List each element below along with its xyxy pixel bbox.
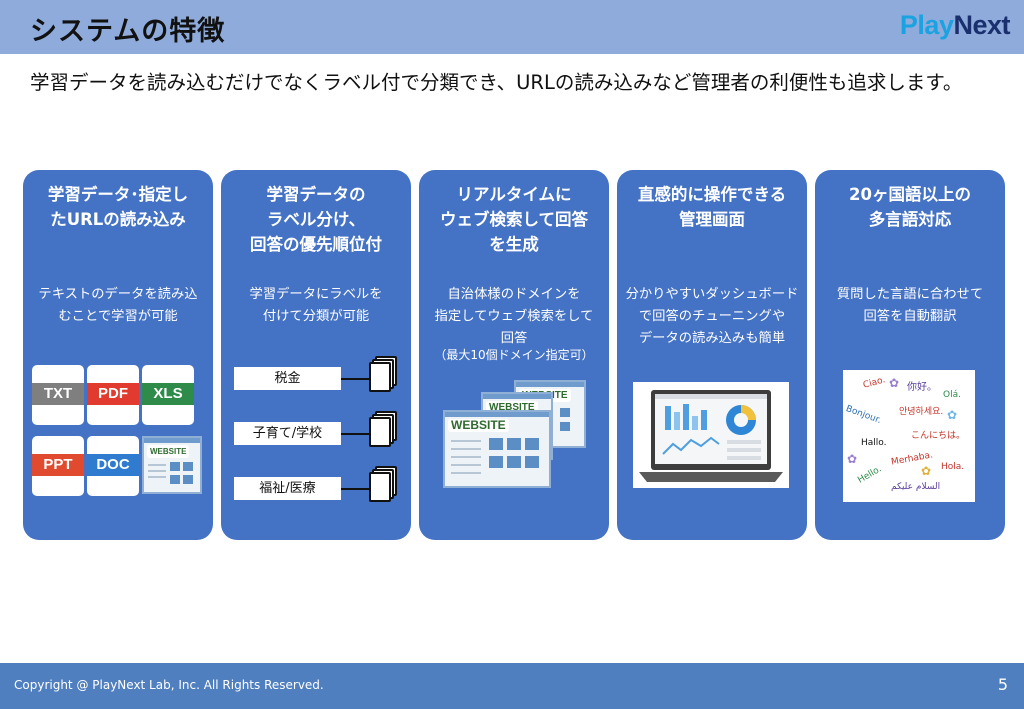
card-description: 学習データにラベルを 付けて分類が可能 <box>249 287 383 324</box>
connector-line <box>341 488 369 490</box>
document-stack-icon <box>369 466 397 502</box>
laptop-dashboard-icon <box>633 382 789 488</box>
flower-icon: ✿ <box>947 408 958 422</box>
feature-card-admin-dashboard: 直感的に操作できる 管理画面 分かりやすいダッシュボード で回答のチューニングや… <box>617 170 807 540</box>
document-stack-icon <box>369 356 397 392</box>
document-stack-icon <box>369 411 397 447</box>
card-title: 学習データの ラベル分け、 回答の優先順位付 <box>250 185 382 254</box>
card-description: テキストのデータを読み込 むことで学習が可能 <box>38 287 198 324</box>
multilingual-greetings-image: Ciao. ✿ 你好。 Olá. 안녕하세요. Bonjour. ✿ こんにちは… <box>843 370 975 502</box>
website-window-icon: WEBSITE <box>443 410 551 488</box>
footer: Copyright @ PlayNext Lab, Inc. All Right… <box>0 663 1024 709</box>
playnext-logo: PlayNext <box>899 10 1011 40</box>
feature-card-web-search: リアルタイムに ウェブ検索して回答 を生成 自治体様のドメインを 指定してウェブ… <box>419 170 609 540</box>
txt-file-icon: TXT <box>32 365 84 425</box>
feature-card-multilingual: 20ヶ国語以上の 多言語対応 質問した言語に合わせて 回答を自動翻訳 Ciao.… <box>815 170 1005 540</box>
card-description: 分かりやすいダッシュボード で回答のチューニングや データの読み込みも簡単 <box>625 287 799 346</box>
copyright-text: Copyright @ PlayNext Lab, Inc. All Right… <box>14 678 324 692</box>
card-title: リアルタイムに ウェブ検索して回答 を生成 <box>439 185 588 254</box>
label-tax: 税金 <box>234 367 341 390</box>
card-title: 直感的に操作できる 管理画面 <box>637 185 787 229</box>
label-welfare-medical: 福祉/医療 <box>234 477 341 500</box>
page-number: 5 <box>997 675 1008 694</box>
title-bar: システムの特徴 PlayNext <box>0 0 1024 54</box>
connector-line <box>341 433 369 435</box>
greeting-text: Hallo. <box>861 438 887 448</box>
pdf-file-icon: PDF <box>87 365 139 425</box>
connector-line <box>341 378 369 380</box>
label-childcare-school: 子育て/学校 <box>234 422 341 445</box>
doc-file-icon: DOC <box>87 436 139 496</box>
card-note: （最大10個ドメイン指定可） <box>434 348 594 362</box>
greeting-text: Ciao. <box>862 375 887 391</box>
card-title: 学習データ･指定し たURLの読み込み <box>47 185 189 229</box>
greeting-text: 你好。 <box>907 382 937 393</box>
card-description: 質問した言語に合わせて 回答を自動翻訳 <box>836 287 984 324</box>
flower-icon: ✿ <box>889 376 900 390</box>
website-icon: WEBSITE <box>142 436 202 494</box>
flower-icon: ✿ <box>847 452 858 466</box>
card-title: 20ヶ国語以上の 多言語対応 <box>849 185 971 229</box>
greeting-text: 안녕하세요. <box>899 407 944 417</box>
feature-card-data-loading: 学習データ･指定し たURLの読み込み テキストのデータを読み込 むことで学習が… <box>23 170 213 540</box>
greeting-text: Olá. <box>943 390 961 400</box>
xls-file-icon: XLS <box>142 365 194 425</box>
greeting-text: Bonjour. <box>844 404 883 426</box>
feature-card-labeling: 学習データの ラベル分け、 回答の優先順位付 学習データにラベルを 付けて分類が… <box>221 170 411 540</box>
ppt-file-icon: PPT <box>32 436 84 496</box>
greeting-text: Hello. <box>856 464 884 486</box>
card-description: 自治体様のドメインを 指定してウェブ検索をして 回答 <box>434 287 594 346</box>
page-title: システムの特徴 <box>30 16 226 47</box>
flower-icon: ✿ <box>921 464 932 478</box>
greeting-text: こんにちは。 <box>911 431 966 441</box>
greeting-text: Hola. <box>941 462 965 472</box>
slide-subtitle: 学習データを読み込むだけでなくラベル付で分類でき、URLの読み込みなど管理者の利… <box>30 71 963 94</box>
greeting-text: السلام عليكم <box>891 482 941 492</box>
